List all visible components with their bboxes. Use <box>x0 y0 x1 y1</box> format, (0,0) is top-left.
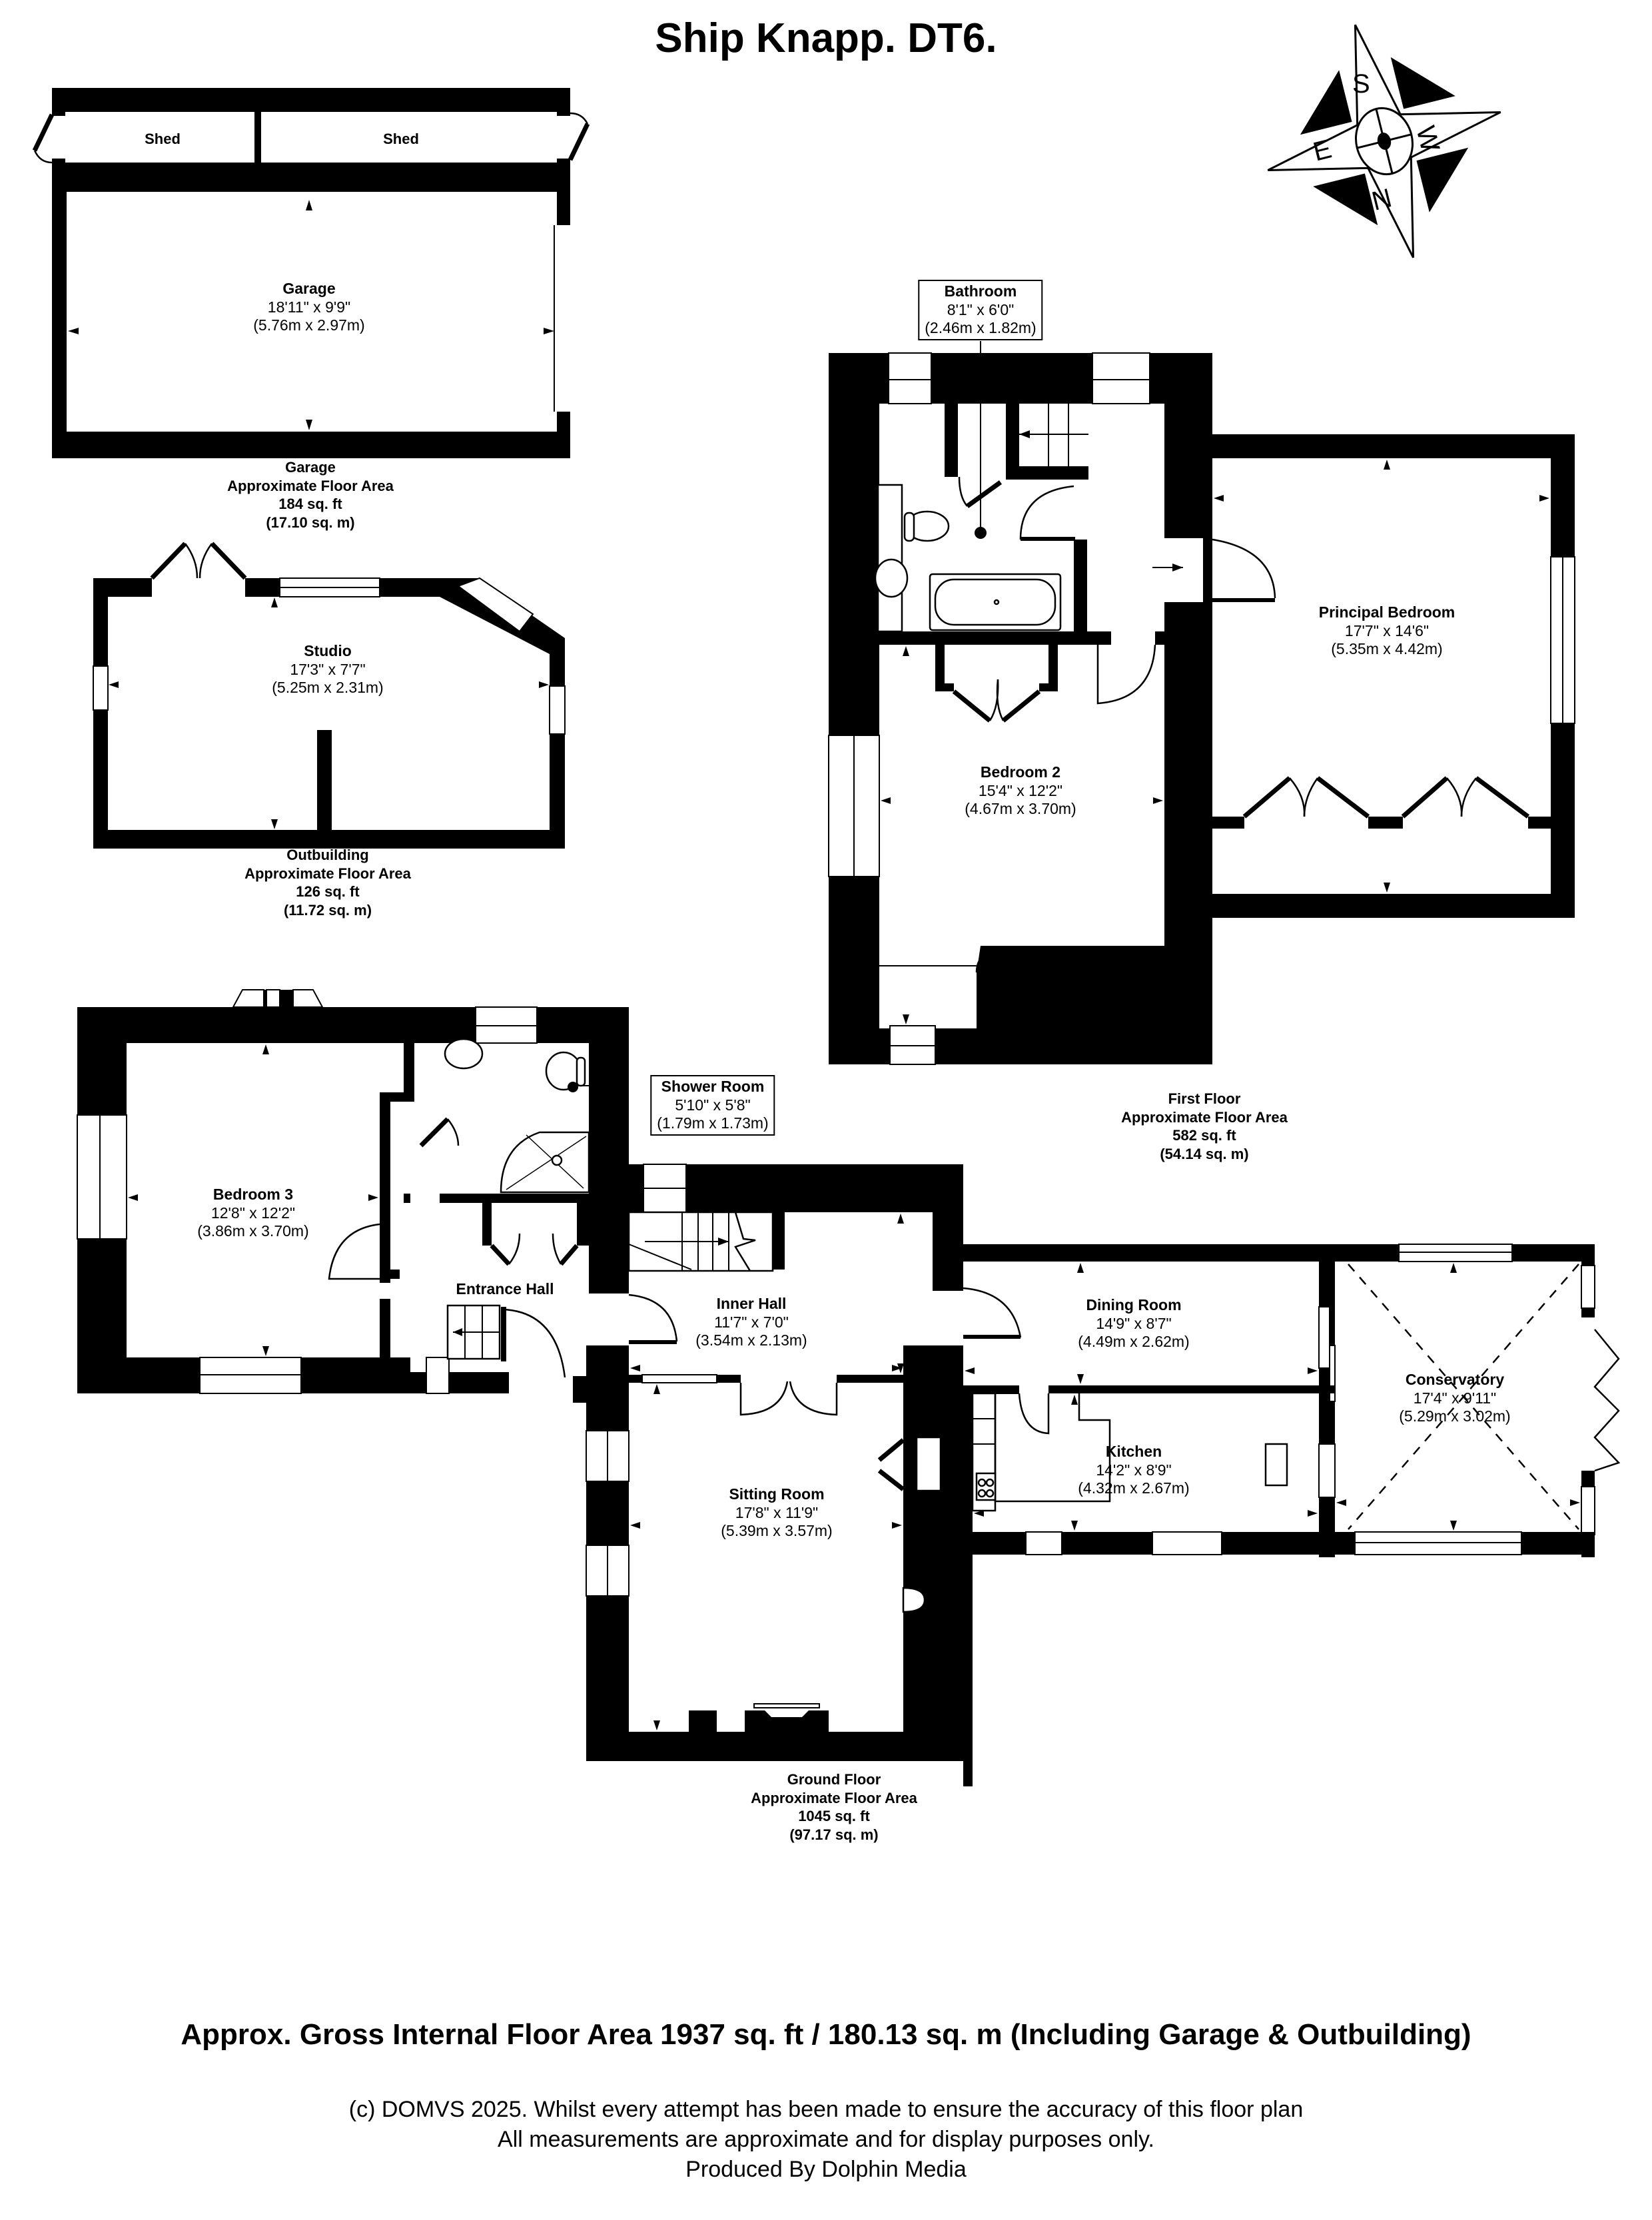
room-bathroom: Bathroom 8'1" x 6'0" (2.46m x 1.82m) <box>918 280 1043 340</box>
room-bedroom-3: Bedroom 3 12'8" x 12'2" (3.86m x 3.70m) <box>197 1186 309 1240</box>
studio-building <box>93 542 566 849</box>
garage-floor-area: Garage Approximate Floor Area 184 sq. ft… <box>227 459 394 531</box>
room-kitchen: Kitchen 14'2" x 8'9" (4.32m x 2.67m) <box>1078 1443 1190 1497</box>
disclaimer-line-1: (c) DOMVS 2025. Whilst every attempt has… <box>348 2097 1304 2122</box>
producer-credit: Produced By Dolphin Media <box>685 2156 967 2182</box>
ground-floor-area: Ground Floor Approximate Floor Area 1045… <box>751 1771 917 1843</box>
disclaimer-line-2: All measurements are approximate and for… <box>498 2126 1154 2152</box>
garage-building <box>32 88 590 458</box>
room-dining-room: Dining Room 14'9" x 8'7" (4.49m x 2.62m) <box>1078 1296 1190 1351</box>
room-principal-bedroom: Principal Bedroom 17'7" x 14'6" (5.35m x… <box>1318 603 1455 658</box>
room-bedroom-2: Bedroom 2 15'4" x 12'2" (4.67m x 3.70m) <box>965 763 1076 818</box>
disclaimer-footer: (c) DOMVS 2025. Whilst every attempt has… <box>349 2095 1303 2185</box>
room-shower-room: Shower Room 5'10" x 5'8" (1.79m x 1.73m) <box>650 1075 775 1136</box>
shed-1-label: Shed <box>145 131 181 147</box>
room-garage: Garage 18'11" x 9'9" (5.76m x 2.97m) <box>253 280 365 334</box>
compass-rose-icon <box>1267 24 1501 258</box>
room-studio: Studio 17'3" x 7'7" (5.25m x 2.31m) <box>272 642 384 697</box>
room-entrance-hall: Entrance Hall <box>456 1280 554 1297</box>
first-floor-plan <box>828 341 1575 1065</box>
page-title: Ship Knapp. DT6. <box>655 15 997 61</box>
ground-floor-plan <box>77 989 1621 1786</box>
compass-south-label: S <box>1352 69 1370 99</box>
outbuilding-floor-area: Outbuilding Approximate Floor Area 126 s… <box>244 847 411 919</box>
room-conservatory: Conservatory 17'4" x 9'11" (5.29m x 3.02… <box>1399 1371 1511 1425</box>
room-inner-hall: Inner Hall 11'7" x 7'0" (3.54m x 2.13m) <box>695 1295 807 1349</box>
first-floor-area: First Floor Approximate Floor Area 582 s… <box>1121 1090 1288 1162</box>
gross-internal-area: Approx. Gross Internal Floor Area 1937 s… <box>181 2018 1471 2051</box>
room-sitting-room: Sitting Room 17'8" x 11'9" (5.39m x 3.57… <box>721 1485 833 1540</box>
shed-2-label: Shed <box>383 131 419 147</box>
